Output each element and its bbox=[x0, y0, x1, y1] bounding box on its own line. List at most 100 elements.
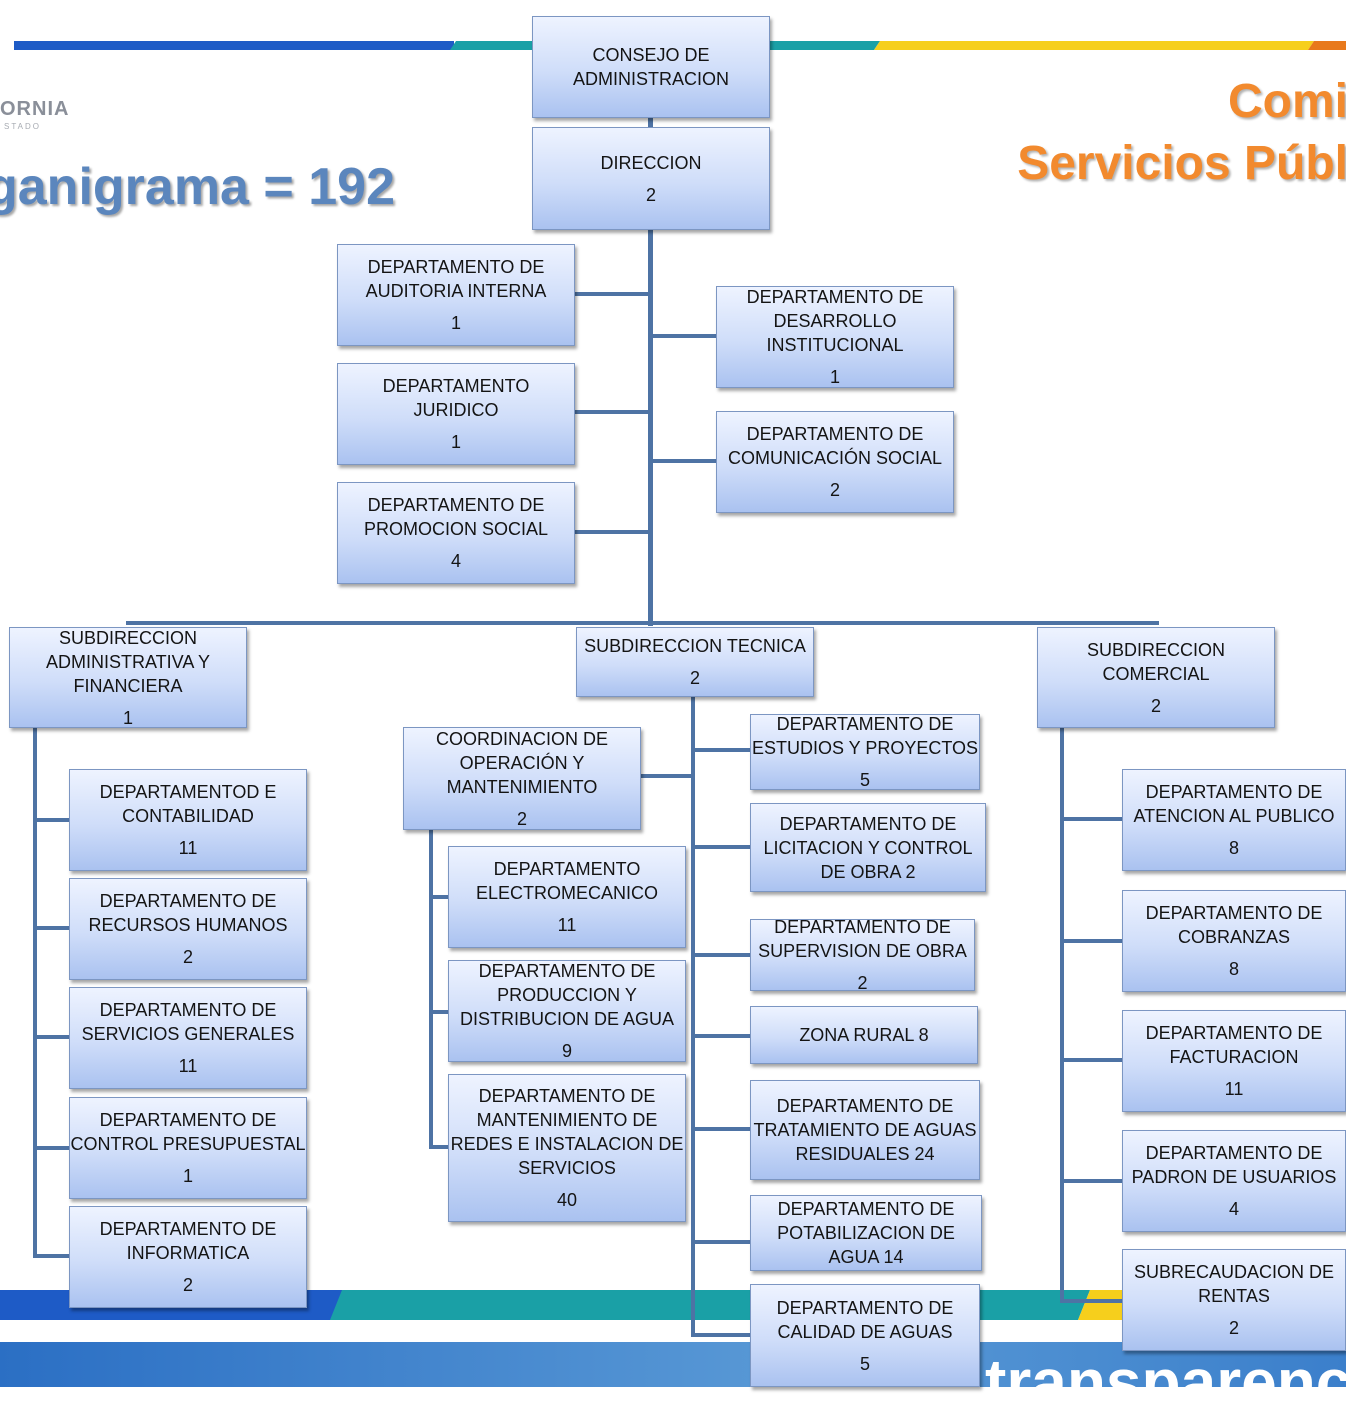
box-label: DEPARTAMENTO DE RECURSOS HUMANOS bbox=[88, 891, 288, 935]
title-right-line1: Comi bbox=[1228, 75, 1346, 128]
box-auditoria-interna: DEPARTAMENTO DE AUDITORIA INTERNA 1 bbox=[337, 244, 575, 346]
box-subdireccion-comercial: SUBDIRECCION COMERCIAL 2 bbox=[1037, 627, 1275, 728]
box-count: 2 bbox=[1228, 1318, 1239, 1338]
box-count: 11 bbox=[178, 838, 198, 858]
connector-cobranzas bbox=[1060, 939, 1123, 943]
box-label: DEPARTAMENTO DE CALIDAD DE AGUAS bbox=[776, 1297, 954, 1342]
box-count: 4 bbox=[1228, 1199, 1239, 1219]
connector-tecnica-spine bbox=[691, 697, 695, 1337]
box-count: 2 bbox=[857, 973, 868, 993]
top-band-orange bbox=[1308, 41, 1346, 50]
box-desarrollo-institucional: DEPARTAMENTO DE DESARROLLO INSTITUCIONAL… bbox=[716, 286, 954, 388]
box-count: 1 bbox=[122, 707, 133, 728]
box-label: DEPARTAMENTO DE ATENCION AL PUBLICO bbox=[1133, 782, 1335, 826]
connector-coordinacion-spine bbox=[429, 830, 433, 1148]
box-label: DEPARTAMENTO DE COBRANZAS bbox=[1145, 903, 1323, 947]
box-estudios-proyectos: DEPARTAMENTO DE ESTUDIOS Y PROYECTOS 5 bbox=[750, 714, 980, 790]
box-supervision-obra: DEPARTAMENTO DE SUPERVISION DE OBRA 2 bbox=[750, 917, 975, 993]
connector-informatica bbox=[33, 1254, 70, 1258]
box-count: 40 bbox=[556, 1190, 578, 1210]
connector-desarrollo bbox=[650, 334, 718, 338]
connector-servicios-generales bbox=[33, 1035, 70, 1039]
box-label: DEPARTAMENTO DE DESARROLLO INSTITUCIONAL bbox=[746, 287, 924, 355]
box-label: DEPARTAMENTO JURIDICO bbox=[382, 376, 530, 420]
box-count: 11 bbox=[1224, 1079, 1244, 1099]
connector-padron bbox=[1060, 1179, 1123, 1183]
box-subdireccion-administrativa: SUBDIRECCION ADMINISTRATIVA Y FINANCIERA… bbox=[9, 627, 247, 728]
box-count: 2 bbox=[689, 668, 700, 688]
connector-juridico bbox=[575, 410, 650, 414]
box-count: 1 bbox=[182, 1166, 193, 1186]
box-count: 8 bbox=[1228, 838, 1239, 858]
box-label: SUBRECAUDACION DE RENTAS bbox=[1133, 1262, 1335, 1306]
box-label: DEPARTAMENTO DE POTABILIZACION DE AGUA 1… bbox=[777, 1199, 955, 1267]
box-licitacion-control-obra: DEPARTAMENTO DE LICITACION Y CONTROL DE … bbox=[750, 803, 986, 892]
box-count: 11 bbox=[178, 1056, 198, 1076]
box-calidad-aguas: DEPARTAMENTO DE CALIDAD DE AGUAS 5 bbox=[750, 1284, 980, 1387]
box-control-presupuestal: DEPARTAMENTO DE CONTROL PRESUPUESTAL 1 bbox=[69, 1097, 307, 1199]
connector-tratamiento bbox=[693, 1127, 751, 1131]
box-label: DEPARTAMENTO DE PADRON DE USUARIOS bbox=[1131, 1143, 1337, 1187]
box-informatica: DEPARTAMENTO DE INFORMATICA 2 bbox=[69, 1206, 307, 1308]
box-label: DEPARTAMENTO DE FACTURACION bbox=[1145, 1023, 1323, 1067]
box-count: 1 bbox=[450, 432, 461, 452]
box-label: DEPARTAMENTO DE MANTENIMIENTO DE REDES E… bbox=[450, 1086, 684, 1178]
box-padron-usuarios: DEPARTAMENTO DE PADRON DE USUARIOS 4 bbox=[1122, 1130, 1346, 1232]
box-label: DEPARTAMENTO DE PROMOCION SOCIAL bbox=[363, 495, 549, 539]
box-label: DEPARTAMENTO DE SERVICIOS GENERALES bbox=[81, 1000, 295, 1044]
logo-subtitle: STADO bbox=[4, 122, 41, 131]
box-label: DEPARTAMENTO DE TRATAMIENTO DE AGUAS RES… bbox=[753, 1096, 977, 1164]
bottom-bar bbox=[0, 1342, 1346, 1387]
box-zona-rural: ZONA RURAL 8 bbox=[750, 1006, 978, 1064]
box-count: 4 bbox=[450, 551, 461, 571]
connector-produccion bbox=[429, 1010, 449, 1014]
box-count: 1 bbox=[450, 313, 461, 333]
box-label: SUBDIRECCION TECNICA bbox=[584, 636, 806, 656]
box-contabilidad: DEPARTAMENTOD E CONTABILIDAD 11 bbox=[69, 769, 307, 871]
connector-estudios bbox=[693, 748, 751, 752]
box-electromecanico: DEPARTAMENTO ELECTROMECANICO 11 bbox=[448, 846, 686, 948]
box-consejo-administracion: CONSEJO DE ADMINISTRACION bbox=[532, 16, 770, 118]
connector-comercial-spine bbox=[1060, 728, 1064, 1303]
connector-contabilidad bbox=[33, 818, 70, 822]
top-band-blue bbox=[14, 41, 454, 50]
box-subdireccion-tecnica: SUBDIRECCION TECNICA 2 bbox=[576, 627, 814, 697]
connector-supervision bbox=[693, 953, 751, 957]
box-label: DEPARTAMENTO ELECTROMECANICO bbox=[475, 859, 659, 903]
box-label: DIRECCION bbox=[600, 152, 702, 173]
box-label: DEPARTAMENTO DE SUPERVISION DE OBRA bbox=[758, 917, 967, 961]
connector-auditoria bbox=[575, 292, 650, 296]
box-cobranzas: DEPARTAMENTO DE COBRANZAS 8 bbox=[1122, 890, 1346, 992]
box-juridico: DEPARTAMENTO JURIDICO 1 bbox=[337, 363, 575, 465]
connector-facturacion bbox=[1060, 1058, 1123, 1062]
connector-licitacion bbox=[693, 845, 751, 849]
box-label: SUBDIRECCION ADMINISTRATIVA Y FINANCIERA bbox=[45, 627, 211, 696]
box-label: DEPARTAMENTO DE COMUNICACIÓN SOCIAL bbox=[727, 424, 943, 468]
box-label: ZONA RURAL 8 bbox=[799, 1025, 929, 1045]
box-count: 2 bbox=[182, 1275, 193, 1295]
box-label: CONSEJO DE ADMINISTRACION bbox=[572, 45, 729, 89]
title-right-line2: Servicios Públ bbox=[1017, 137, 1346, 190]
box-count: 1 bbox=[829, 367, 840, 387]
connector-coordinacion bbox=[640, 774, 693, 778]
connector-admin-spine bbox=[33, 728, 37, 1256]
connector-atencion bbox=[1060, 817, 1123, 821]
box-count: 2 bbox=[182, 947, 193, 967]
box-recursos-humanos: DEPARTAMENTO DE RECURSOS HUMANOS 2 bbox=[69, 878, 307, 980]
box-facturacion: DEPARTAMENTO DE FACTURACION 11 bbox=[1122, 1010, 1346, 1112]
box-promocion-social: DEPARTAMENTO DE PROMOCION SOCIAL 4 bbox=[337, 482, 575, 584]
footer-text: transparenc bbox=[985, 1346, 1346, 1418]
top-band-yellow bbox=[874, 41, 1314, 50]
box-count: 2 bbox=[645, 184, 656, 205]
box-direccion: DIRECCION 2 bbox=[532, 127, 770, 230]
box-potabilizacion: DEPARTAMENTO DE POTABILIZACION DE AGUA 1… bbox=[750, 1195, 982, 1271]
connector-calidad bbox=[693, 1333, 751, 1337]
connector-comunicacion bbox=[650, 459, 718, 463]
box-count: 2 bbox=[516, 808, 527, 829]
box-label: DEPARTAMENTO DE ESTUDIOS Y PROYECTOS bbox=[751, 714, 979, 758]
box-count: 2 bbox=[829, 480, 840, 500]
box-label: SUBDIRECCION COMERCIAL bbox=[1086, 639, 1225, 684]
connector-subrecaudacion bbox=[1060, 1299, 1123, 1303]
box-count: 5 bbox=[859, 1353, 870, 1374]
box-subrecaudacion-rentas: SUBRECAUDACION DE RENTAS 2 bbox=[1122, 1249, 1346, 1351]
